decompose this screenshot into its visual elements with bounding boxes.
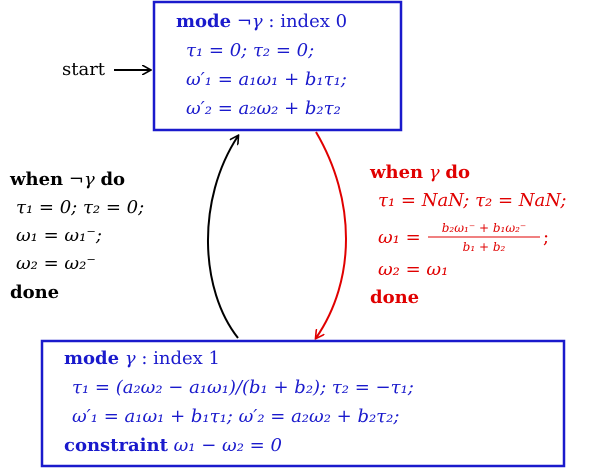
- transition-gamma-line3: ω₂ = ω₁: [378, 259, 448, 280]
- done-keyword: done: [370, 287, 419, 308]
- transition-guard: γ: [429, 162, 440, 183]
- mode-guard: ¬γ: [237, 11, 263, 32]
- transition-gamma-line2-end: ;: [543, 227, 549, 248]
- transition-gamma-line2-lhs: ω₁ =: [378, 227, 421, 248]
- transition-arrow-to-not-gamma: [207, 136, 238, 339]
- mode-keyword: mode: [176, 11, 231, 32]
- mode-keyword: mode: [64, 348, 119, 369]
- mode-gamma-line1: τ₁ = (a₂ω₂ − a₁ω₁)/(b₁ + b₂); τ₂ = −τ₁;: [72, 377, 414, 398]
- fraction-denominator: b₁ + b₂: [463, 240, 506, 254]
- when-keyword: when: [9, 169, 63, 190]
- mode-index: : index 1: [141, 348, 220, 369]
- mode-not-gamma-box: [152, 0, 403, 132]
- svg-text:when ¬γ do: when ¬γ do: [9, 169, 125, 190]
- mode-not-gamma-line2: ω′₁ = a₁ω₁ + b₁τ₁;: [186, 69, 347, 90]
- do-keyword: do: [445, 162, 470, 183]
- transition-not-gamma-line2: ω₁ = ω₁⁻;: [16, 225, 102, 246]
- svg-text:mode γ : index: mode γ : index 1: [64, 348, 220, 369]
- mode-guard: γ: [125, 348, 136, 369]
- constraint-expression: ω₁ − ω₂ = 0: [174, 435, 282, 456]
- mode-not-gamma-line1: τ₁ = 0; τ₂ = 0;: [186, 40, 314, 61]
- done-keyword: done: [10, 282, 59, 303]
- transition-not-gamma-line3: ω₂ = ω₂⁻: [16, 253, 96, 274]
- mode-index: : index 0: [268, 11, 347, 32]
- mode-gamma-box: [40, 339, 566, 468]
- transition-guard: ¬γ: [69, 169, 95, 190]
- mode-gamma-line2: ω′₁ = a₁ω₁ + b₁τ₁; ω′₂ = a₂ω₂ + b₂τ₂;: [72, 406, 399, 427]
- transition-label-gamma: when γ do τ₁ = NaN; τ₂ = NaN; ω₁ = b₂ω₁⁻…: [369, 162, 566, 308]
- mode-not-gamma-line3: ω′₂ = a₂ω₂ + b₂τ₂: [186, 98, 341, 119]
- transition-gamma-line1: τ₁ = NaN; τ₂ = NaN;: [378, 190, 566, 211]
- start-label: start: [62, 59, 106, 80]
- when-keyword: when: [369, 162, 423, 183]
- constraint-keyword: constraint: [64, 435, 169, 456]
- transition-not-gamma-line1: τ₁ = 0; τ₂ = 0;: [16, 197, 144, 218]
- svg-text:when γ do: when γ do: [369, 162, 470, 183]
- svg-text:mode ¬γ : index: mode ¬γ : index 0: [176, 11, 347, 32]
- transition-arrow-to-gamma: [316, 131, 347, 338]
- fraction-numerator: b₂ω₁⁻ + b₁ω₂⁻: [442, 221, 527, 235]
- mode-not-gamma-state: mode ¬γ : index 0 τ₁ = 0; τ₂ = 0; ω′₁ = …: [152, 0, 403, 132]
- svg-text:constraint ω₁ − ω₂ = 0: constraint ω₁ − ω₂ = 0: [64, 435, 282, 456]
- do-keyword: do: [100, 169, 125, 190]
- transition-label-not-gamma: when ¬γ do τ₁ = 0; τ₂ = 0; ω₁ = ω₁⁻; ω₂ …: [9, 169, 144, 303]
- mode-gamma-state: mode γ : index 1 τ₁ = (a₂ω₂ − a₁ω₁)/(b₁ …: [40, 339, 566, 468]
